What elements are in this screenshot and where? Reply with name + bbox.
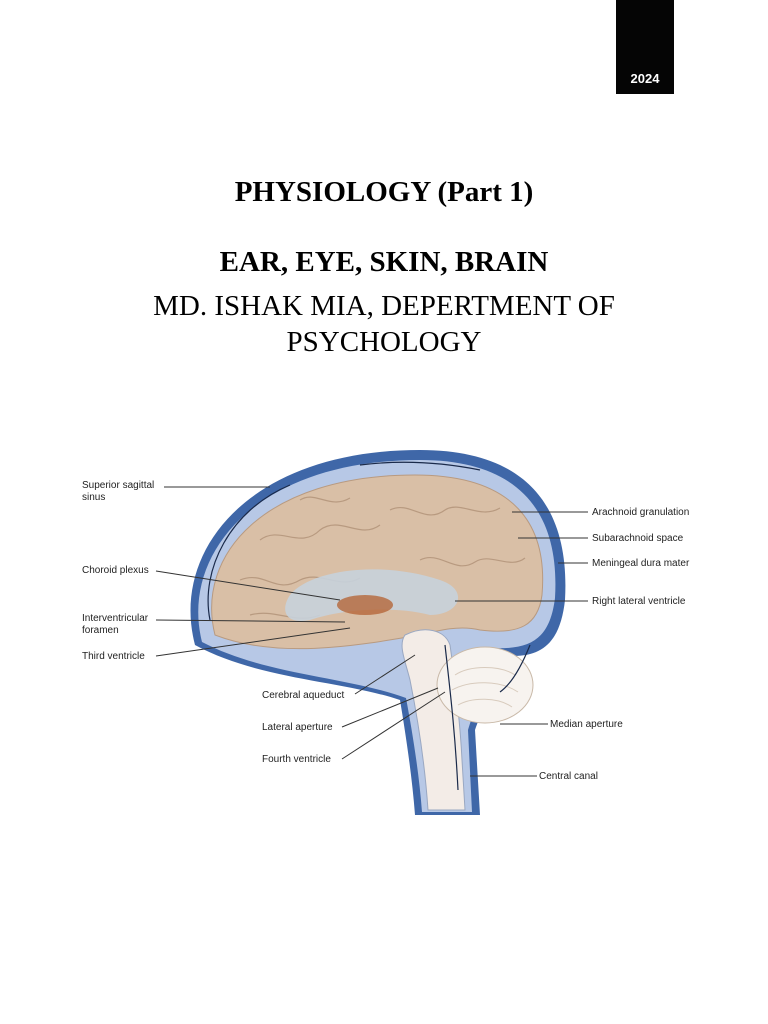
label-superior-sagittal-sinus: Superior sagittal: [82, 480, 154, 491]
label-third-ventricle: Third ventricle: [82, 651, 145, 662]
label-fourth-ventricle: Fourth ventricle: [262, 754, 331, 765]
brain-csf-figure: Superior sagittal sinus Choroid plexus I…: [60, 430, 710, 840]
leader-interventricular-foramen: [155, 619, 346, 623]
csf-flow-arrows: [207, 461, 531, 791]
year-tab: 2024: [616, 0, 674, 94]
label-interventricular-foramen-2: foramen: [82, 625, 119, 636]
leader-lateral-aperture: [341, 687, 439, 728]
lateral-ventricle-shape: [285, 569, 459, 621]
leader-cerebral-aqueduct: [354, 654, 416, 695]
brain-illustration: Superior sagittal sinus Choroid plexus I…: [82, 450, 690, 815]
document-subtitle: EAR, EYE, SKIN, BRAIN: [219, 246, 549, 278]
label-cerebral-aqueduct: Cerebral aqueduct: [262, 690, 344, 701]
label-arachnoid-granulation: Arachnoid granulation: [592, 507, 689, 518]
leader-third-ventricle: [155, 627, 351, 657]
label-interventricular-foramen: Interventricular: [82, 613, 149, 624]
choroid-plexus-shape: [337, 595, 393, 615]
document-author: MD. ISHAK MIA, DEPERTMENT OF PSYCHOLOGY: [153, 290, 615, 358]
label-subarachnoid-space: Subarachnoid space: [592, 533, 684, 544]
cerebellum-folia: [451, 667, 519, 708]
label-central-canal: Central canal: [539, 771, 598, 782]
document-title: PHYSIOLOGY (Part 1): [234, 176, 534, 208]
cerebellum-shape: [436, 646, 534, 724]
leader-fourth-ventricle: [341, 691, 446, 760]
label-meningeal-dura-mater: Meningeal dura mater: [592, 558, 690, 569]
label-superior-sagittal-sinus-2: sinus: [82, 492, 105, 503]
label-median-aperture: Median aperture: [550, 719, 623, 730]
label-choroid-plexus: Choroid plexus: [82, 565, 149, 576]
label-lateral-aperture: Lateral aperture: [262, 722, 333, 733]
label-right-lateral-ventricle: Right lateral ventricle: [592, 596, 686, 607]
year-label: 2024: [630, 71, 660, 86]
leader-choroid-plexus: [155, 570, 341, 601]
